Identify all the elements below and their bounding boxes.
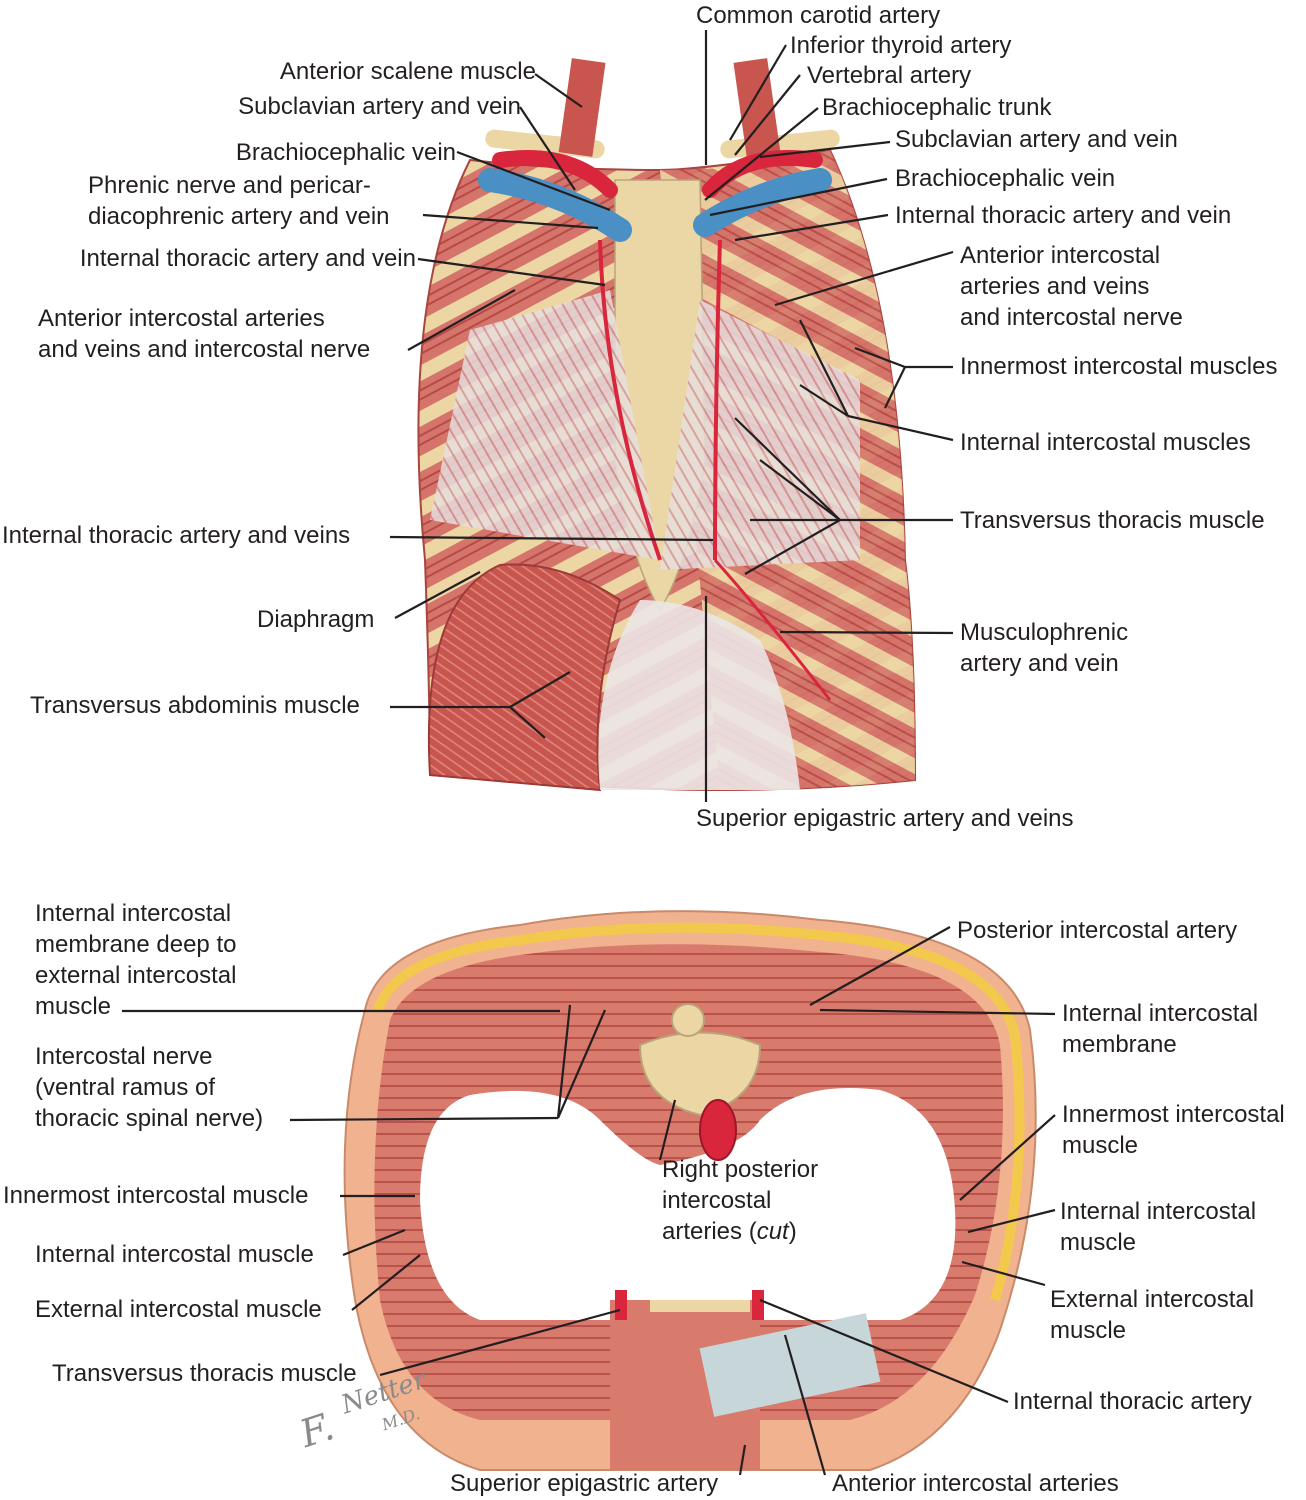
label-common-carotid: Common carotid artery (696, 2, 941, 29)
musculophrenic-artery (713, 558, 832, 701)
label-anterior-scalene: Anterior scalene muscle (279, 58, 536, 85)
label-anterior-intercostal-right: Anterior intercostal arteries and veins … (38, 305, 371, 363)
subclavian-artery-right (492, 150, 618, 198)
fat-layer (373, 922, 1025, 1302)
label-brachiocephalic-trunk: Brachiocephalic trunk (822, 94, 1052, 121)
label-right-posterior-line3: arteries ( (662, 1218, 757, 1245)
internal-thoracic-vessel-right (615, 1290, 627, 1320)
transversus-thoracis-fibers-right (660, 300, 860, 570)
label-phrenic-nerve: Phrenic nerve and pericar- diacophrenic … (88, 172, 390, 230)
label-diaphragm: Diaphragm (257, 606, 375, 633)
label-superior-epigastric-veins: Superior epigastric artery and veins (696, 805, 1074, 832)
scalene-left (558, 58, 606, 157)
label-musculophrenic: Musculophrenic artery and vein (960, 619, 1129, 677)
transverse-section-illustration (343, 910, 1037, 1471)
label-cut: cut (756, 1218, 789, 1245)
thoracic-wall-illustration (417, 58, 917, 792)
label-close-paren: ) (788, 1218, 797, 1245)
label-subclavian-right: Subclavian artery and vein (238, 93, 521, 120)
label-internal-intercostal-muscles: Internal intercostal muscles (960, 429, 1251, 456)
thoracic-cavity (420, 1088, 956, 1320)
label-external-intercostal-right: External intercostal muscle (1050, 1286, 1255, 1344)
label-internal-thoracic-veins: Internal thoracic artery and veins (2, 522, 351, 549)
cartilage-section (699, 1313, 881, 1417)
label-external-intercostal-left: External intercostal muscle (35, 1296, 322, 1323)
label-internal-thoracic-artery: Internal thoracic artery (1013, 1388, 1252, 1415)
label-internal-intercostal-membrane: Internal intercostal membrane (1062, 1000, 1259, 1058)
internal-thoracic-right (598, 239, 662, 561)
central-tendon (598, 600, 800, 790)
label-innermost-intercostal-left: Innermost intercostal muscle (3, 1182, 309, 1209)
brachiocephalic-vein-left (693, 168, 832, 237)
label-internal-membrane-deep: Internal intercostal membrane deep to ex… (35, 900, 237, 1020)
sternum-bone (650, 1300, 750, 1312)
label-inferior-thyroid: Inferior thyroid artery (790, 32, 1012, 59)
label-internal-thoracic-left: Internal thoracic artery and vein (895, 202, 1232, 229)
label-intercostal-nerve: Intercostal nerve (ventral ramus of thor… (35, 1043, 264, 1132)
label-internal-intercostal-left: Internal intercostal muscle (35, 1241, 314, 1268)
label-right-posterior-intercostal: Right posterior intercostal arteries (cu… (662, 1156, 819, 1245)
label-posterior-intercostal-artery: Posterior intercostal artery (957, 917, 1238, 944)
subclavian-artery-left (702, 150, 823, 198)
leader-lines (122, 30, 1056, 1476)
label-brachiocephalic-vein-left: Brachiocephalic vein (895, 165, 1116, 192)
label-internal-intercostal-right: Internal intercostal muscle (1060, 1198, 1257, 1256)
label-internal-thoracic-right: Internal thoracic artery and vein (79, 245, 416, 272)
internal-thoracic-vessel-left (752, 1290, 764, 1320)
svg-text:F.: F. (294, 1404, 339, 1456)
label-transversus-abdominis: Transversus abdominis muscle (30, 692, 360, 719)
brachiocephalic-vein-right (478, 168, 632, 242)
scalene-right (733, 58, 781, 157)
diaphragm-shape (427, 563, 622, 792)
spinal-cord (671, 1003, 705, 1037)
internal-thoracic-left (713, 239, 722, 561)
label-vertebral-artery: Vertebral artery (807, 62, 972, 89)
label-superior-epigastric-artery: Superior epigastric artery (450, 1470, 719, 1497)
label-transversus-thoracis-bottom: Transversus thoracis muscle (52, 1360, 357, 1387)
label-transversus-thoracis-top: Transversus thoracis muscle (960, 507, 1265, 534)
label-innermost-intercostal-right: Innermost intercostal muscle (1062, 1101, 1285, 1159)
label-anterior-intercostal-left: Anterior intercostal arteries and veins … (960, 242, 1183, 331)
transversus-thoracis-fibers-left (430, 290, 660, 560)
label-anterior-intercostal-arteries: Anterior intercostal arteries (832, 1470, 1119, 1497)
aorta (699, 1099, 737, 1161)
label-innermost-intercostal-muscles: Innermost intercostal muscles (960, 353, 1278, 380)
sternum-section (610, 1300, 760, 1470)
label-subclavian-left: Subclavian artery and vein (895, 126, 1178, 153)
label-brachiocephalic-vein-right: Brachiocephalic vein (235, 139, 456, 166)
